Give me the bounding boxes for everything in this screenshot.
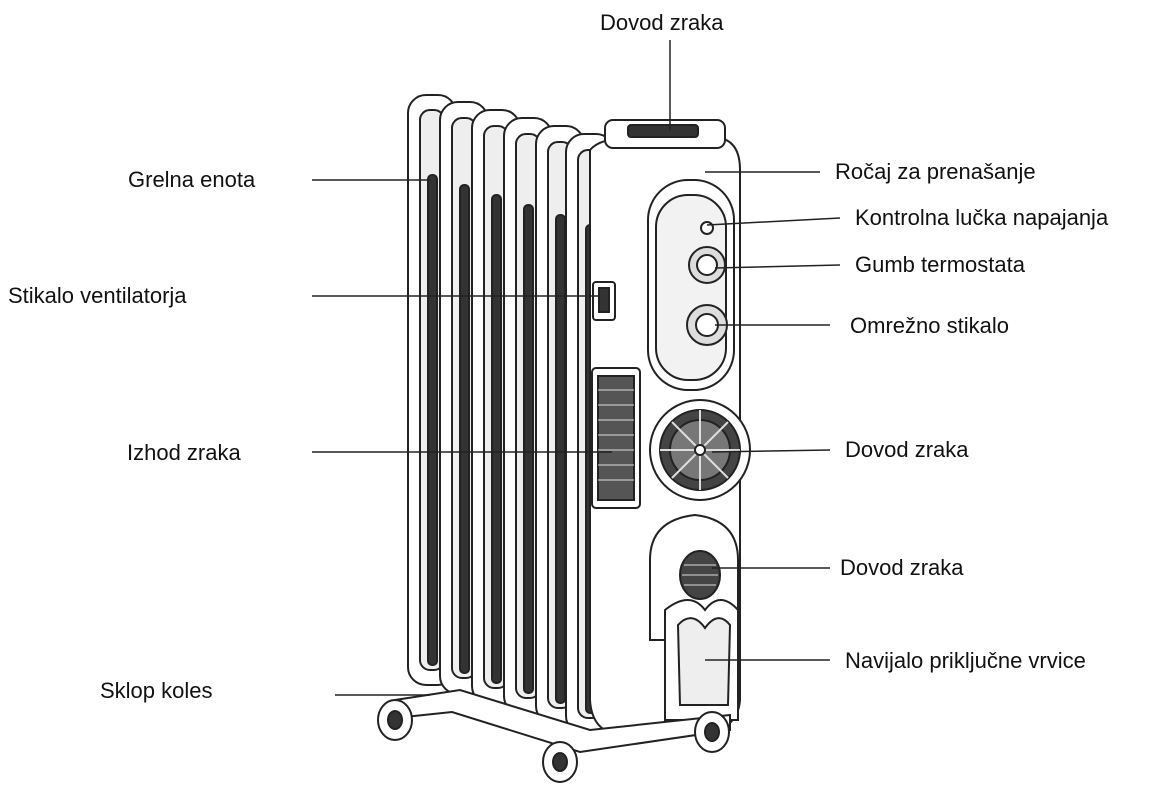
label-lower-air-intake: Dovod zraka [840, 555, 964, 580]
label-wheel-assembly: Sklop koles [100, 678, 213, 703]
label-air-outlet: Izhod zraka [127, 440, 241, 465]
fan-switch [592, 281, 616, 321]
wheel-assembly [377, 688, 731, 783]
label-cord-winder: Navijalo priključne vrvice [845, 648, 1086, 673]
air-outlet-grille [591, 367, 641, 509]
label-top-air-intake: Dovod zraka [600, 10, 724, 35]
label-carry-handle: Ročaj za prenašanje [835, 159, 1036, 184]
cord-winder [664, 599, 739, 721]
fan-grille [649, 399, 751, 501]
label-heating-unit: Grelna enota [128, 167, 256, 192]
leader-line-power-indicator [706, 217, 841, 226]
label-power-switch: Omrežno stikalo [850, 313, 1009, 338]
control-panel [647, 179, 735, 391]
label-power-indicator: Kontrolna lučka napajanja [855, 205, 1109, 230]
label-thermostat-knob: Gumb termostata [855, 252, 1025, 277]
leader-line-thermostat-knob [714, 264, 841, 269]
label-fan-switch: Stikalo ventilatorja [8, 283, 187, 308]
leader-line-fan-air-intake [711, 449, 831, 453]
label-fan-air-intake: Dovod zraka [845, 437, 969, 462]
